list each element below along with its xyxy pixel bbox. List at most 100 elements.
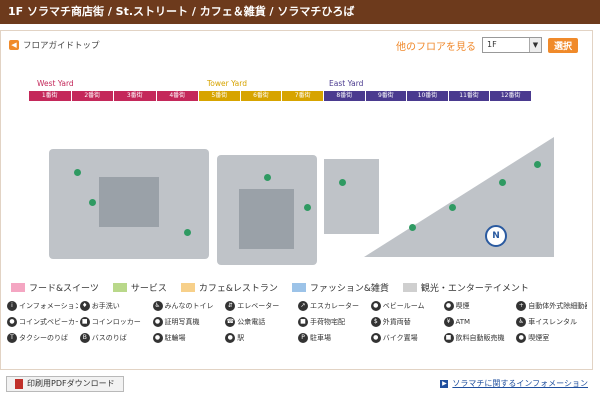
legend-luggage: ■手荷物宅配 bbox=[298, 317, 369, 327]
legend-motorbike: ●バイク置場 bbox=[370, 333, 442, 343]
baby-room-icon: ● bbox=[370, 301, 381, 311]
block-6: 6番街 bbox=[241, 91, 283, 101]
tower-yard-bar: 5番街 6番街 7番街 bbox=[199, 91, 325, 101]
smoking-icon: ● bbox=[443, 301, 454, 311]
legend-label: 駐車場 bbox=[310, 334, 331, 342]
pdf-download-button[interactable]: 印刷用PDFダウンロード bbox=[6, 376, 124, 392]
map-shop-marker[interactable] bbox=[184, 229, 191, 236]
escalator-icon: ↗ bbox=[298, 301, 308, 311]
solamachi-info-link[interactable]: ▶ ソラマチに関するインフォメーション bbox=[440, 378, 588, 389]
map-shop-marker[interactable] bbox=[89, 199, 96, 206]
legend-elevator: ⇵エレベーター bbox=[225, 301, 296, 311]
smoking-room-icon: ● bbox=[516, 333, 527, 343]
legend-label: 公衆電話 bbox=[237, 318, 266, 326]
compass-north-icon: N bbox=[485, 225, 507, 247]
legend-label: ファッション&雑貨 bbox=[309, 284, 389, 294]
legend-swatch bbox=[291, 283, 306, 292]
block-5: 5番街 bbox=[199, 91, 241, 101]
east-yard-building-west bbox=[324, 159, 379, 234]
legend-accessible-toilet: ♿みんなのトイレ bbox=[152, 301, 224, 311]
map-shop-marker[interactable] bbox=[304, 204, 311, 211]
west-yard-void bbox=[99, 177, 159, 227]
legend-station: ●駅 bbox=[225, 333, 296, 343]
stroller-icon: ● bbox=[7, 317, 17, 327]
legend-label: 喫煙 bbox=[455, 302, 470, 310]
legend-label: コインロッカー bbox=[91, 318, 141, 326]
legend-label: みんなのトイレ bbox=[164, 302, 214, 310]
wheelchair-icon: ♿ bbox=[516, 317, 527, 327]
legend-label: 証明写真機 bbox=[164, 318, 200, 326]
west-yard-bar: 1番街 2番街 3番街 4番街 bbox=[29, 91, 199, 101]
legend-label: 観光・エンターテイメント bbox=[420, 284, 529, 294]
legend-label: ベビールーム bbox=[382, 302, 425, 310]
east-yard-label: East Yard bbox=[329, 79, 364, 88]
legend-label: 手荷物宅配 bbox=[310, 318, 345, 326]
exchange-icon: $ bbox=[370, 317, 381, 327]
map-shop-marker[interactable] bbox=[339, 179, 346, 186]
legend-swatch bbox=[402, 283, 417, 292]
tower-yard-void bbox=[239, 189, 294, 249]
map-shop-marker[interactable] bbox=[74, 169, 81, 176]
map-shop-marker[interactable] bbox=[264, 174, 271, 181]
parking-icon: P bbox=[298, 333, 308, 343]
legend-entertainment: 観光・エンターテイメント bbox=[402, 281, 529, 294]
legend-bicycle: ●駐輪場 bbox=[152, 333, 224, 343]
map-shop-marker[interactable] bbox=[534, 161, 541, 168]
west-yard-label: West Yard bbox=[37, 79, 74, 88]
legend-vending: ■飲料自動販売機 bbox=[443, 333, 515, 343]
map-shop-marker[interactable] bbox=[499, 179, 506, 186]
legend-exchange: $外貨両替 bbox=[370, 317, 442, 327]
vending-icon: ■ bbox=[443, 333, 454, 343]
legend-label: コイン式ベビーカー bbox=[19, 318, 78, 326]
floor-guide-panel: ◀ フロアガイドトップ 他のフロアを見る 1F ▼ 選択 West Yard T… bbox=[0, 30, 593, 370]
block-8: 8番街 bbox=[324, 91, 366, 101]
select-floor-button[interactable]: 選択 bbox=[547, 37, 578, 53]
map-shop-marker[interactable] bbox=[409, 224, 416, 231]
bus-icon: B bbox=[79, 333, 90, 343]
accessible-toilet-icon: ♿ bbox=[152, 301, 163, 311]
floor-guide-top-link[interactable]: ◀ フロアガイドトップ bbox=[9, 39, 100, 51]
photo-booth-icon: ● bbox=[152, 317, 163, 327]
block-12: 12番街 bbox=[490, 91, 532, 101]
legend-swatch bbox=[180, 283, 195, 292]
block-10: 10番街 bbox=[407, 91, 449, 101]
floor-map: West Yard Tower Yard East Yard 1番街 2番街 3… bbox=[29, 79, 564, 269]
legend-aed: +自動体外式除細動器 bbox=[516, 301, 587, 311]
category-legend: フード&スイーツ サービス カフェ&レストラン ファッション&雑貨 観光・エンタ… bbox=[11, 281, 581, 294]
east-yard-building bbox=[364, 137, 554, 257]
legend-restroom: ♦お手洗い bbox=[79, 301, 151, 311]
legend-label: インフォメーション bbox=[19, 302, 78, 310]
bicycle-icon: ● bbox=[152, 333, 163, 343]
legend-label: 飲料自動販売機 bbox=[455, 334, 505, 342]
atm-icon: ¥ bbox=[443, 317, 454, 327]
legend-food-sweets: フード&スイーツ bbox=[11, 281, 99, 294]
taxi-icon: T bbox=[7, 333, 17, 343]
block-1: 1番街 bbox=[29, 91, 72, 101]
legend-label: ATM bbox=[455, 318, 471, 326]
legend-label: タクシーのりば bbox=[19, 334, 68, 342]
east-yard-bar: 8番街 9番街 10番街 11番街 12番街 bbox=[324, 91, 532, 101]
legend-label: バイク置場 bbox=[382, 334, 418, 342]
legend-label: 喫煙室 bbox=[528, 334, 550, 342]
back-arrow-icon: ◀ bbox=[9, 40, 19, 50]
info-link-label: ソラマチに関するインフォメーション bbox=[452, 379, 588, 388]
block-11: 11番街 bbox=[449, 91, 491, 101]
restroom-icon: ♦ bbox=[79, 301, 90, 311]
block-2: 2番街 bbox=[72, 91, 114, 101]
legend-swatch bbox=[112, 283, 127, 292]
legend-label: カフェ&レストラン bbox=[198, 284, 278, 294]
legend-stroller: ●コイン式ベビーカー bbox=[7, 317, 78, 327]
legend-smoking: ●喫煙 bbox=[443, 301, 515, 311]
floor-select[interactable]: 1F ▼ bbox=[481, 37, 542, 53]
legend-label: 外貨両替 bbox=[382, 318, 411, 326]
legend-label: 自動体外式除細動器 bbox=[528, 302, 587, 310]
luggage-icon: ■ bbox=[298, 317, 308, 327]
legend-locker: ■コインロッカー bbox=[79, 317, 151, 327]
block-9: 9番街 bbox=[366, 91, 408, 101]
map-shop-marker[interactable] bbox=[449, 204, 456, 211]
legend-cafe-restaurant: カフェ&レストラン bbox=[180, 281, 278, 294]
